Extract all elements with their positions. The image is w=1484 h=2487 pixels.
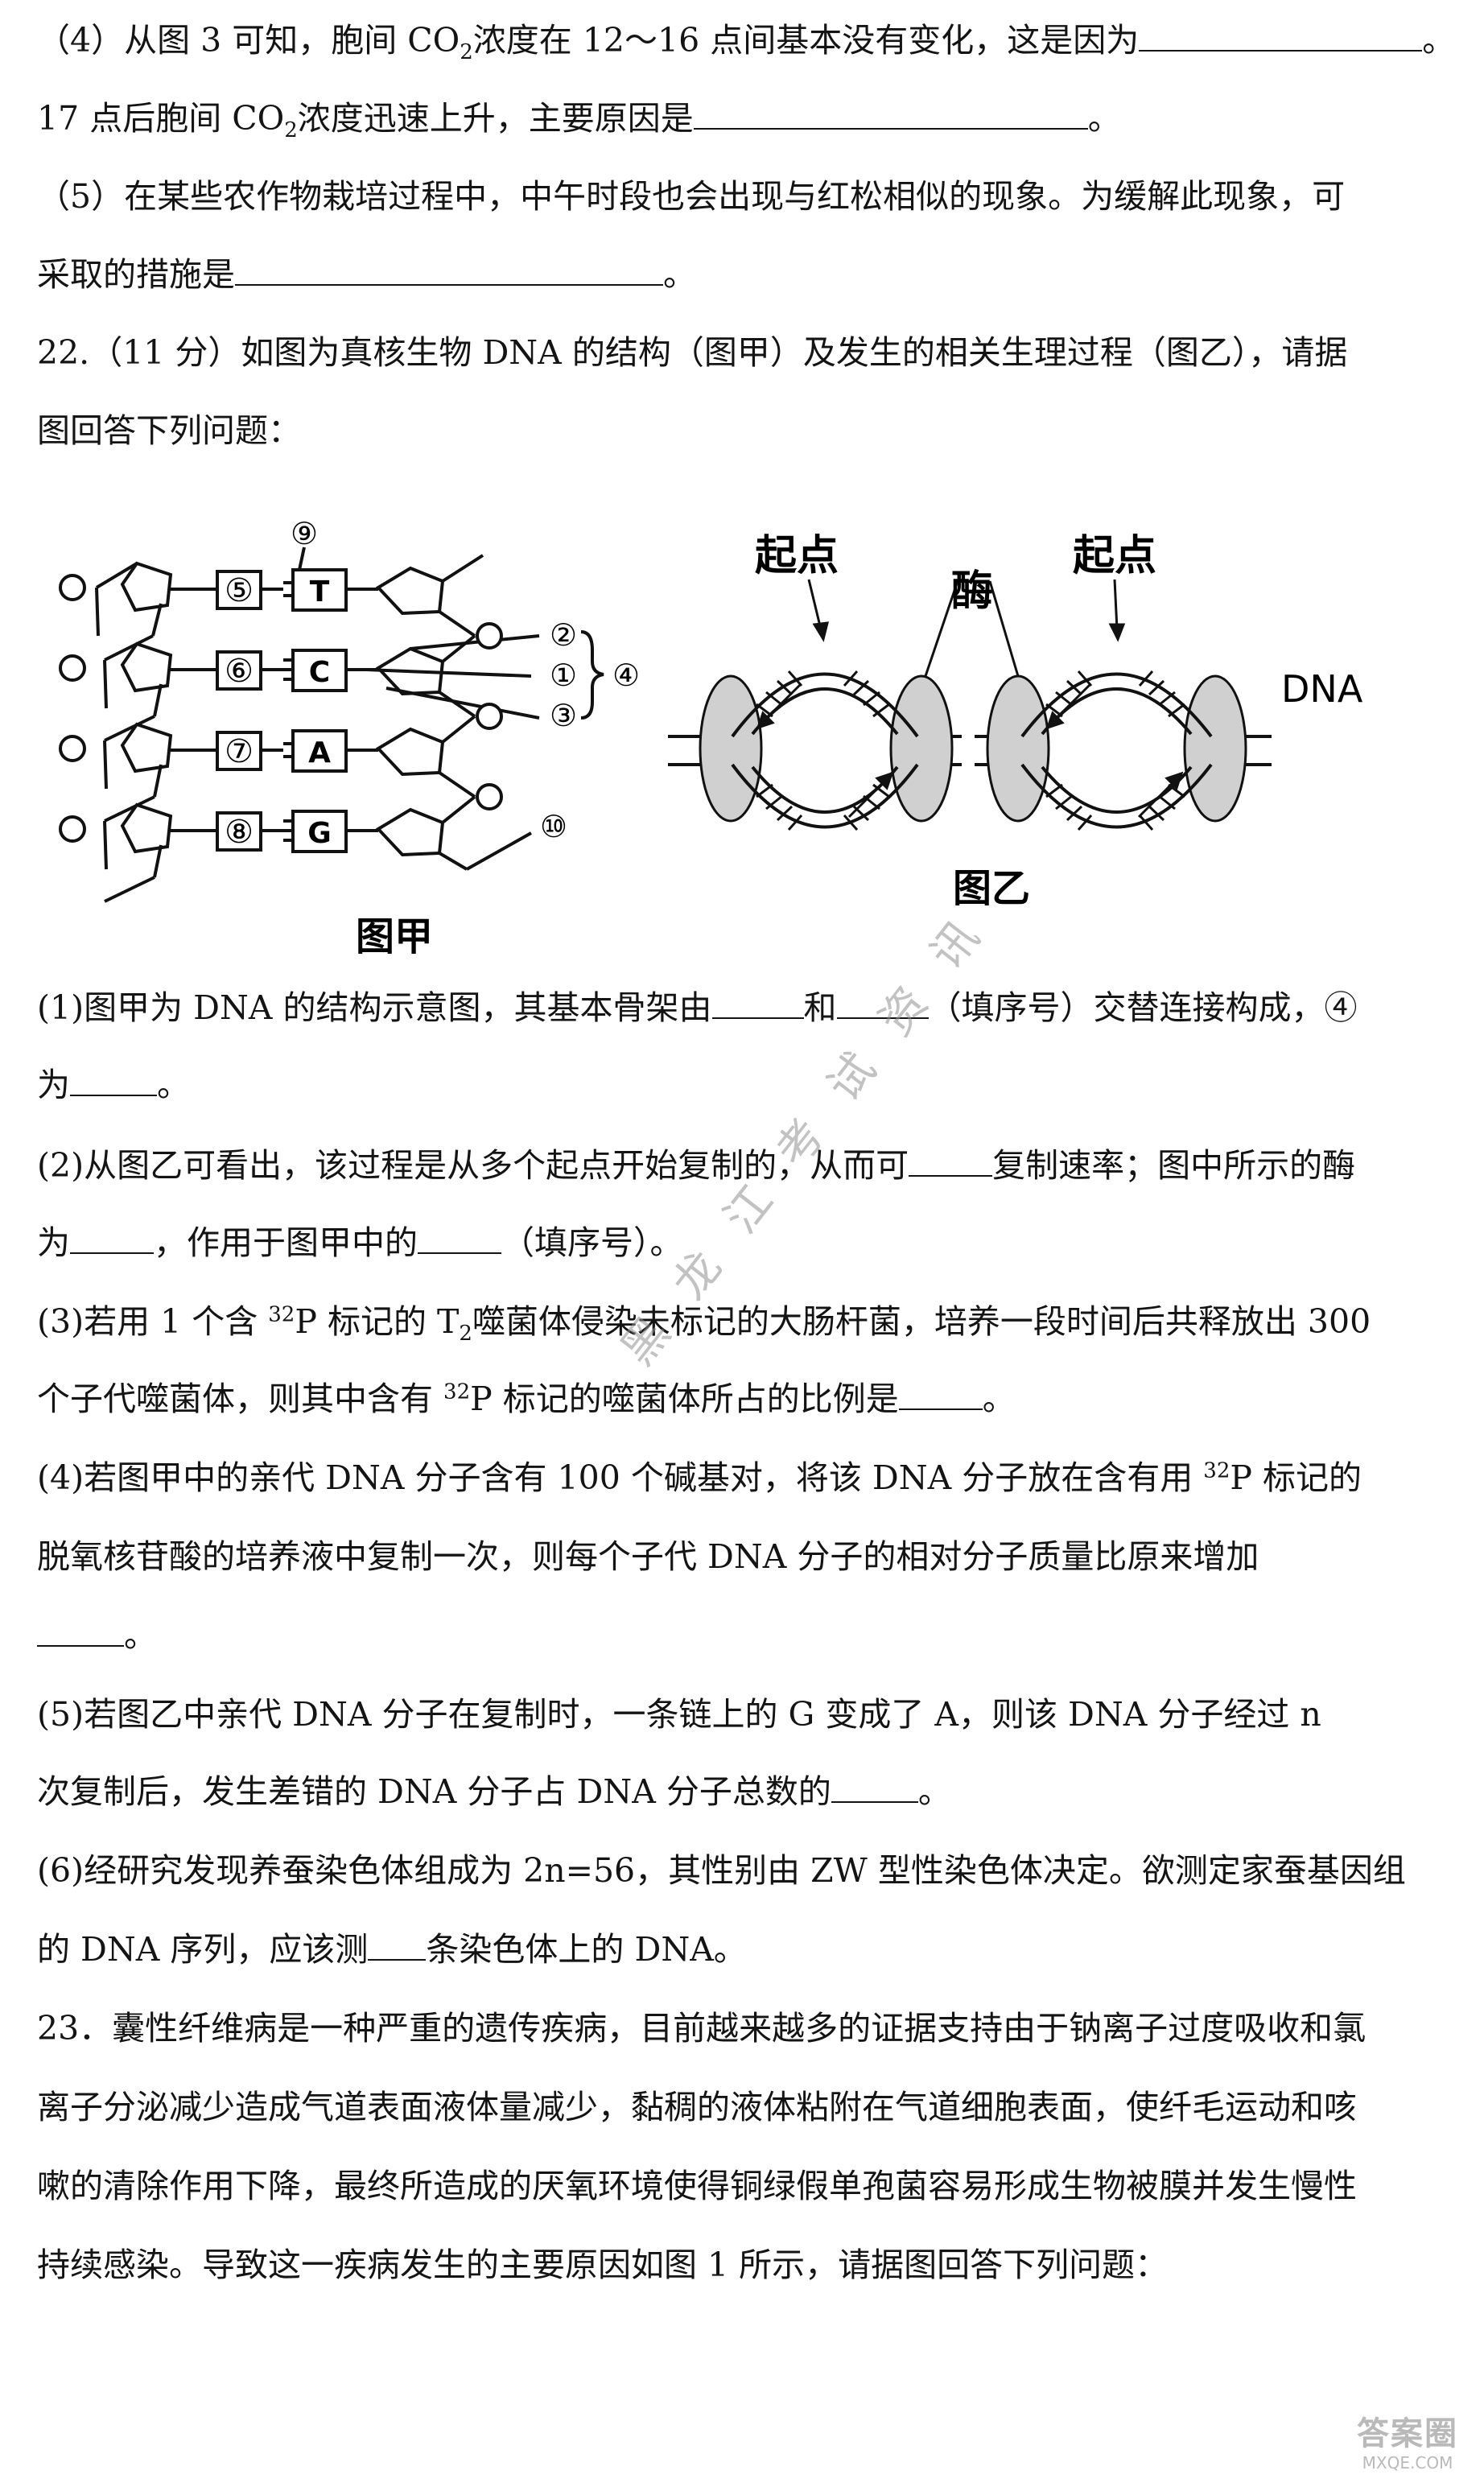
q22-6-text-b: 的 DNA 序列，应该测: [37, 1930, 369, 1969]
base-letter-a: A: [308, 736, 331, 769]
q22-2-text-c: 为: [37, 1223, 70, 1262]
q22-2-line1: (2)从图乙可看出，该过程是从多个起点开始复制的，从而可 复制速率；图中所示的酶: [37, 1141, 1355, 1190]
label-1: ①: [550, 658, 577, 693]
q22-1-text-c: （填序号）交替连接构成，④: [928, 988, 1358, 1027]
origin-label-right: 起点: [1073, 532, 1156, 580]
answer-blank[interactable]: [368, 1927, 427, 1961]
punct: 。: [1087, 99, 1121, 138]
q23-line4: 持续感染。导致这一疾病发生的主要原因如图 1 所示，请据图回答下列问题：: [37, 2246, 1169, 2284]
q22-2-text-a: (2)从图乙可看出，该过程是从多个起点开始复制的，从而可: [37, 1146, 909, 1185]
q22-2-line2: 为 ，作用于图甲中的 （填序号）。: [37, 1219, 683, 1267]
q22-3-text-d: 个子代噬菌体，则其中含有: [37, 1380, 444, 1418]
q22-6-line2: 的 DNA 序列，应该测 条染色体上的 DNA。: [37, 1925, 747, 1974]
q22-1-text-a: (1)图甲为 DNA 的结构示意图，其基本骨架由: [37, 988, 712, 1027]
figure-yi-dna-replication: 起点 酶 起点 DNA 图乙: [668, 532, 1363, 911]
q22-4-line2: 脱氧核苷酸的培养液中复制一次，则每个子代 DNA 分子的相对分子质量比原来增加: [37, 1537, 1259, 1576]
label-10: ⑩: [540, 809, 567, 844]
base-num-7: ⑦: [225, 733, 254, 770]
answer-blank[interactable]: [909, 1143, 993, 1177]
t2-subscript: 2: [459, 1322, 472, 1347]
logo-text-en: MXQE.COM: [1362, 2453, 1453, 2473]
answer-blank[interactable]: [693, 96, 1088, 130]
base-letter-t: T: [310, 575, 330, 608]
label-9: ⑨: [291, 516, 318, 551]
q22-1-text-b: 和: [803, 988, 837, 1027]
isotope-superscript: 32: [443, 1380, 471, 1404]
q22-intro-line2: 图回答下列问题：: [37, 411, 301, 450]
enzyme-label: 酶: [951, 567, 993, 616]
q22-intro-line1: 22.（11 分）如图为真核生物 DNA 的结构（图甲）及发生的相关生理过程（图…: [37, 333, 1348, 372]
q22-1-line2: 为。: [37, 1061, 190, 1109]
figure-jia-dna-structure: ⑤ ⑥ ⑦ ⑧ T C A G ⑨ ② ① ③ ⑩ ④ 图甲: [59, 516, 640, 959]
base-letter-c: C: [309, 656, 330, 689]
q22-4-text-a: (4)若图甲中的亲代 DNA 分子含有 100 个碱基对，将该 DNA 分子放在…: [37, 1458, 1204, 1497]
answer-blank[interactable]: [70, 1220, 154, 1254]
base-letter-g: G: [307, 817, 332, 850]
punct: 。: [982, 1380, 1016, 1418]
q21-4-text-b: 浓度在 12～16 点间基本没有变化，这是因为: [472, 21, 1140, 60]
q21-5-line1: （5）在某些农作物栽培过程中，中午时段也会出现与红松相似的现象。为缓解此现象，可: [37, 177, 1346, 216]
q22-6-text-c: 条染色体上的 DNA。: [426, 1930, 747, 1969]
answer-blank[interactable]: [898, 1376, 983, 1410]
q22-5-line1: (5)若图乙中亲代 DNA 分子在复制时，一条链上的 G 变成了 A，则该 DN…: [37, 1695, 1321, 1734]
answer-blank[interactable]: [711, 985, 804, 1019]
q21-4-text-a: （4）从图 3 可知，胞间 CO: [37, 21, 460, 60]
isotope-superscript: 32: [1203, 1458, 1230, 1483]
answer-blank[interactable]: [418, 1220, 501, 1254]
answer-blank[interactable]: [1139, 18, 1423, 52]
q22-3-text-a: (3)若用 1 个含: [37, 1302, 269, 1341]
label-3: ③: [550, 698, 577, 733]
q22-6-line1: (6)经研究发现养蚕染色体组成为 2n=56，其性别由 ZW 型性染色体决定。欲…: [37, 1851, 1406, 1890]
q22-4-line1: (4)若图甲中的亲代 DNA 分子含有 100 个碱基对，将该 DNA 分子放在…: [37, 1454, 1362, 1502]
answer-blank[interactable]: [831, 1769, 918, 1803]
answer-blank[interactable]: [235, 252, 663, 286]
q22-3-line1: (3)若用 1 个含 32P 标记的 T2噬菌体侵染未标记的大肠杆菌，培养一段时…: [37, 1297, 1371, 1346]
punct: 。: [917, 1772, 951, 1811]
q23-line3: 嗽的清除作用下降，最终所造成的厌氧环境使得铜绿假单孢菌容易形成生物被膜并发生慢性: [37, 2167, 1357, 2205]
figure-jia-caption: 图甲: [356, 914, 433, 959]
dna-label: DNA: [1281, 667, 1363, 711]
q21-4-text-d: 浓度迅速上升，主要原因是: [297, 99, 694, 138]
q21-5-text: 采取的措施是: [37, 255, 235, 294]
q21-4-line1: （4）从图 3 可知，胞间 CO2浓度在 12～16 点间基本没有变化，这是因为…: [37, 16, 1455, 64]
punct: 。: [157, 1066, 190, 1104]
q21-4-text-c: 17 点后胞间 CO: [37, 99, 285, 138]
q22-4-line3: 。: [37, 1611, 157, 1660]
isotope-superscript: 32: [268, 1302, 295, 1327]
figure-yi-caption: 图乙: [953, 866, 1030, 911]
punct: 。: [124, 1616, 157, 1655]
base-num-8: ⑧: [225, 814, 254, 851]
answer-blank[interactable]: [70, 1062, 157, 1096]
q23-line2: 离子分泌减少造成气道表面液体量减少，黏稠的液体粘附在气道细胞表面，使纤毛运动和咳: [37, 2088, 1357, 2126]
q22-1-line1: (1)图甲为 DNA 的结构示意图，其基本骨架由 和 （填序号）交替连接构成，④: [37, 984, 1358, 1032]
q22-3-text-e: P 标记的噬菌体所占的比例是: [470, 1380, 899, 1418]
origin-label-left: 起点: [755, 532, 839, 580]
q22-3-line2: 个子代噬菌体，则其中含有 32P 标记的噬菌体所占的比例是 。: [37, 1375, 1016, 1423]
base-num-5: ⑤: [225, 572, 254, 609]
q22-2-text-e: （填序号）。: [501, 1223, 683, 1262]
q22-3-text-b: P 标记的 T: [295, 1302, 460, 1341]
q22-5-line2: 次复制后，发生差错的 DNA 分子占 DNA 分子总数的 。: [37, 1767, 951, 1816]
logo-text-cn: 答案圈: [1357, 2415, 1458, 2452]
q22-1-text-d: 为: [37, 1066, 70, 1104]
answer-blank[interactable]: [37, 1613, 124, 1647]
base-num-6: ⑥: [225, 653, 254, 690]
q22-2-text-d: ，作用于图甲中的: [154, 1223, 418, 1262]
site-logo: 答案圈 MXQE.COM: [1347, 2415, 1468, 2476]
punct: 。: [663, 255, 696, 294]
label-2: ②: [550, 617, 577, 653]
co2-subscript: 2: [460, 40, 473, 65]
q22-3-text-c: 噬菌体侵染未标记的大肠杆菌，培养一段时间后共释放出 300: [472, 1302, 1371, 1341]
q23-line1: 23．囊性纤维病是一种严重的遗传疾病，目前越来越多的证据支持由于钠离子过度吸收和…: [37, 2009, 1367, 2048]
q22-2-text-b: 复制速率；图中所示的酶: [992, 1146, 1356, 1185]
q22-4-text-b: P 标记的: [1230, 1458, 1362, 1497]
co2-subscript: 2: [284, 118, 298, 143]
answer-blank[interactable]: [836, 985, 929, 1019]
q21-4-line2: 17 点后胞间 CO2浓度迅速上升，主要原因是 。: [37, 94, 1121, 142]
label-4: ④: [612, 658, 640, 693]
q21-5-line2: 采取的措施是 。: [37, 250, 696, 299]
punct: 。: [1422, 21, 1456, 60]
q22-5-text-b: 次复制后，发生差错的 DNA 分子占 DNA 分子总数的: [37, 1772, 831, 1811]
